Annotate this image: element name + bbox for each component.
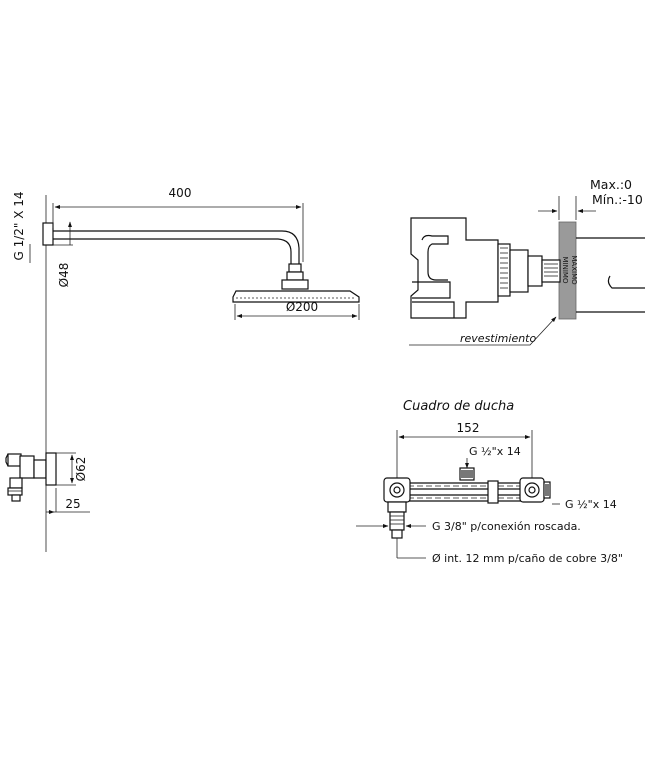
dim-flange-label: Ø48 (57, 263, 71, 288)
dim-length-label: 400 (169, 186, 192, 200)
revestimiento-label: revestimiento (460, 332, 536, 345)
thread-bottom-label: G 3/8" p/conexión roscada. (432, 520, 581, 533)
max-label: Max.:0 (590, 177, 632, 192)
thread-top-label: G ½"x 14 (469, 445, 521, 458)
thread-right-label: G ½"x 14 (565, 498, 617, 511)
dim-body-label: Ø62 (74, 457, 88, 482)
shower-head (232, 290, 360, 303)
dim-depth-label: 25 (65, 497, 80, 511)
minimo-text: MINIMO (561, 257, 569, 284)
dim-head-label: Ø200 (286, 300, 318, 314)
arm-flange (42, 222, 54, 246)
valve-escutcheon (45, 452, 57, 486)
cuadro-de-ducha: Cuadro de ducha 152 G ½"x 14 (356, 399, 623, 565)
cartridge-threads (497, 243, 561, 297)
mixer-valve: Ø62 25 (5, 452, 90, 514)
dim-thread-label: G 1/2" X 14 (12, 191, 26, 260)
min-label: Mín.:-10 (592, 192, 643, 207)
maximo-text: MAXIMO (570, 255, 578, 285)
shower-arm-elevation: 400 G 1/2" X 14 Ø48 Ø200 (12, 186, 360, 552)
dim-width-label: 152 (457, 421, 480, 435)
cuadro-title: Cuadro de ducha (403, 399, 514, 414)
pipe-note-label: Ø int. 12 mm p/caño de cobre 3/8" (432, 552, 623, 565)
shower-arm (53, 230, 309, 290)
wall-section: MINIMO MAXIMO Max.:0 Mín.:-10 revestimie… (409, 177, 645, 346)
